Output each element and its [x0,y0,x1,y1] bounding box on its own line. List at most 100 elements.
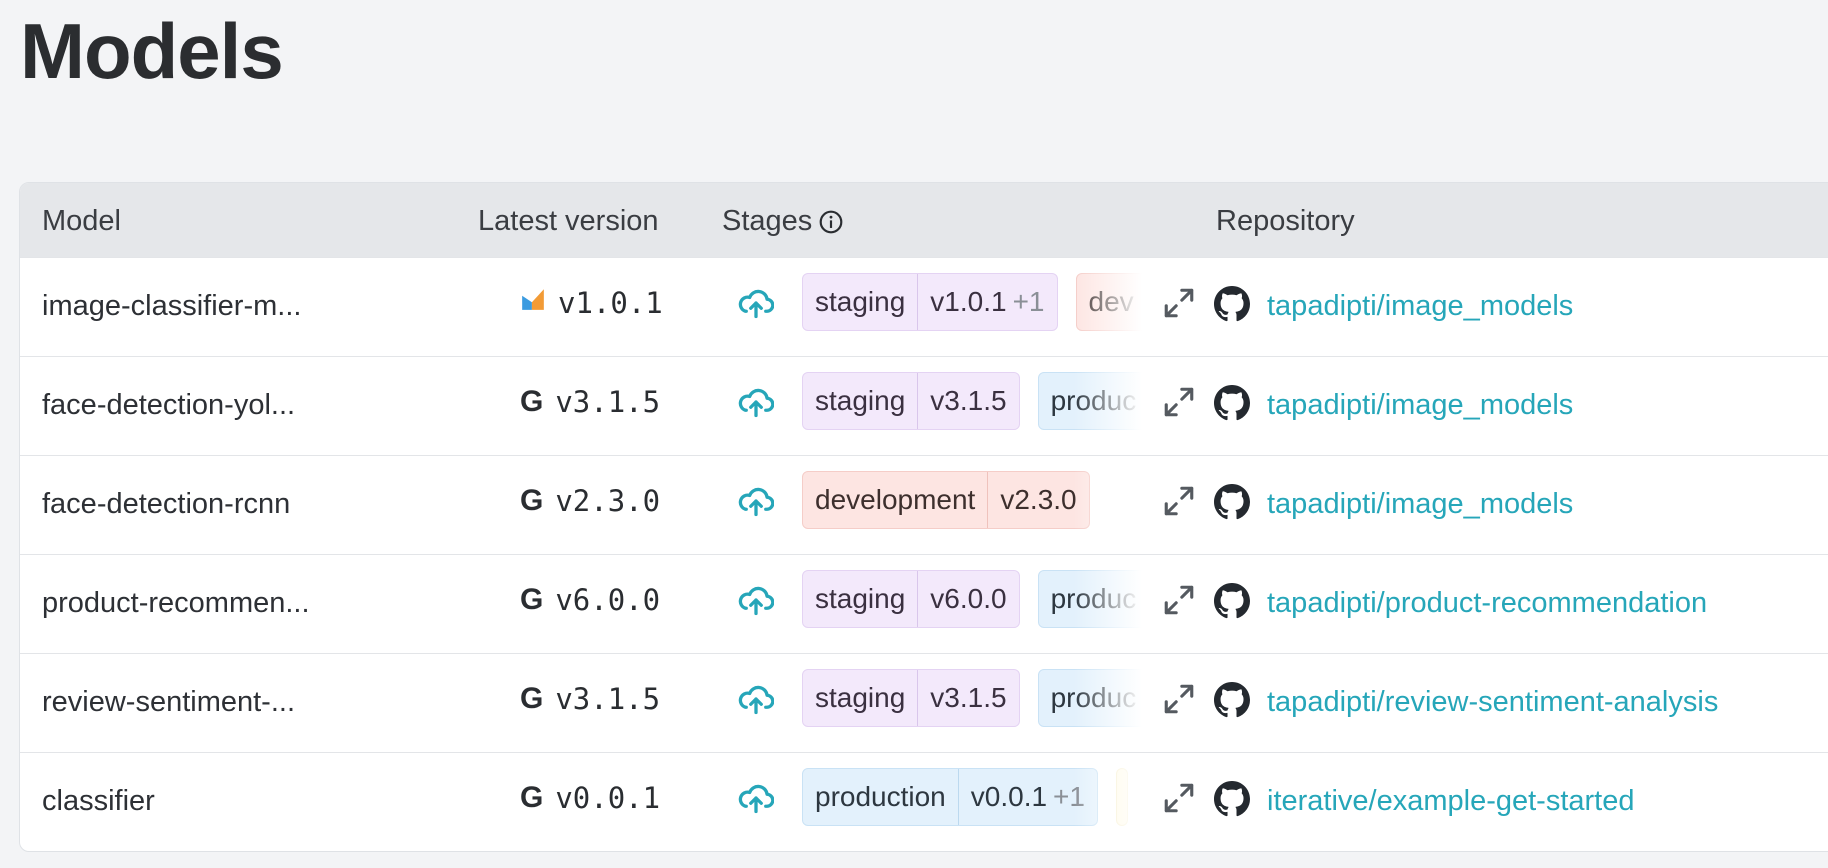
github-icon [1214,781,1250,817]
version-number: v0.0.1 [555,781,661,815]
stage-badge[interactable]: produc [1037,570,1150,628]
expand-icon[interactable] [1162,286,1196,320]
gto-logo-icon [522,289,544,310]
stage-badge[interactable]: staging v6.0.0 [802,570,1020,628]
expand-icon[interactable] [1162,583,1196,617]
version-number: v3.1.5 [555,385,661,419]
stage-version-text: v1.0.1 [930,286,1007,317]
stage-version: v1.0.1+1 [918,274,1056,330]
table-row[interactable]: review-sentiment-... G v3.1.5 staging v3.… [20,653,1828,752]
repository-link[interactable]: iterative/example-get-started [1267,785,1635,817]
models-table: Model Latest version Stages Repository i… [19,182,1828,852]
latest-version: G v2.3.0 [520,484,660,518]
badge-divider [917,670,919,726]
github-icon [1214,286,1250,322]
latest-version: G v3.1.5 [520,385,660,419]
stages-list: staging v1.0.1+1 dev [802,272,1154,332]
header-stages-label: Stages [722,205,813,237]
model-name[interactable]: product-recommen... [42,587,310,619]
repository-link[interactable]: tapadipti/image_models [1267,389,1574,421]
badge-divider [917,571,919,627]
stage-version: v0.0.1+1 [959,769,1097,825]
table-header: Model Latest version Stages Repository [20,183,1828,257]
model-name[interactable]: classifier [42,785,155,817]
stage-name: produc [1050,385,1137,416]
stage-badge[interactable]: dev [1075,273,1147,331]
stage-name: produc [1050,583,1137,614]
stage-name: production [815,781,946,812]
version-number: v3.1.5 [555,682,661,716]
stage-version: v6.0.0 [918,571,1018,627]
latest-version: G v3.1.5 [520,682,660,716]
stage-version: v3.1.5 [918,373,1018,429]
stages-list: development v2.3.0 [802,470,1154,530]
stage-name: produc [1050,682,1137,713]
github-icon [1214,583,1250,619]
page-title: Models [20,7,284,95]
stage-name: staging [815,286,906,317]
latest-version: G v0.0.1 [520,781,660,815]
version-number: v1.0.1 [558,286,663,320]
stages-list: staging v3.1.5 produc [802,668,1154,728]
g-icon: G [520,682,544,715]
table-row[interactable]: image-classifier-m... v1.0.1 staging v1.0… [20,257,1828,356]
extra-count: +1 [1053,781,1085,812]
stages-list: staging v6.0.0 produc [802,569,1154,629]
expand-icon[interactable] [1162,484,1196,518]
repository-link[interactable]: tapadipti/product-recommendation [1267,587,1708,619]
stage-badge[interactable]: development v2.3.0 [802,471,1090,529]
github-icon [1214,682,1250,718]
stage-version-text: v3.1.5 [930,385,1007,416]
stage-badge[interactable]: staging v3.1.5 [802,669,1020,727]
header-stages: Stages [722,205,844,238]
info-icon[interactable] [818,209,844,235]
model-name[interactable]: face-detection-rcnn [42,488,291,520]
repository-link[interactable]: tapadipti/image_models [1267,290,1574,322]
model-name[interactable]: image-classifier-m... [42,290,302,322]
stage-version-text: v2.3.0 [1000,484,1077,515]
cloud-upload-icon[interactable] [738,483,774,519]
latest-version: v1.0.1 [520,286,663,320]
repository-link[interactable]: tapadipti/image_models [1267,488,1574,520]
cloud-upload-icon[interactable] [738,582,774,618]
extra-count: +1 [1012,286,1045,317]
header-model[interactable]: Model [42,205,121,237]
stage-badge[interactable]: production v0.0.1+1 [802,768,1098,826]
expand-icon[interactable] [1162,385,1196,419]
stage-version-text: v3.1.5 [930,682,1007,713]
table-row[interactable]: product-recommen... G v6.0.0 staging v6.0… [20,554,1828,653]
header-repository[interactable]: Repository [1216,205,1355,237]
stage-name: development [815,484,976,515]
stage-name: staging [815,682,906,713]
repository-link[interactable]: tapadipti/review-sentiment-analysis [1267,686,1719,718]
header-latest-version[interactable]: Latest version [478,205,659,237]
cloud-upload-icon[interactable] [738,285,774,321]
table-row[interactable]: face-detection-rcnn G v2.3.0 development… [20,455,1828,554]
stage-version-text: v6.0.0 [930,583,1007,614]
stage-version-text: v0.0.1 [970,781,1048,812]
badge-divider [917,274,919,330]
github-icon [1214,385,1250,421]
model-name[interactable]: review-sentiment-... [42,686,296,718]
stage-badge[interactable]: staging v3.1.5 [802,372,1020,430]
cloud-upload-icon[interactable] [738,384,774,420]
cloud-upload-icon[interactable] [738,780,774,816]
cloud-upload-icon[interactable] [738,681,774,717]
g-icon: G [520,583,544,616]
stages-list: staging v3.1.5 produc [802,371,1154,431]
stage-badge[interactable]: staging v1.0.1+1 [802,273,1058,331]
stage-name: staging [815,385,906,416]
stage-badge[interactable]: produc [1037,372,1150,430]
version-number: v6.0.0 [555,583,661,617]
g-icon: G [520,781,544,814]
stage-badge[interactable] [1115,768,1128,826]
model-name[interactable]: face-detection-yol... [42,389,296,421]
version-number: v2.3.0 [555,484,661,518]
badge-divider [987,472,989,528]
stage-badge[interactable]: produc [1037,669,1150,727]
expand-icon[interactable] [1162,781,1196,815]
stage-name: staging [815,583,906,614]
table-row[interactable]: face-detection-yol... G v3.1.5 staging v3… [20,356,1828,455]
expand-icon[interactable] [1162,682,1196,716]
